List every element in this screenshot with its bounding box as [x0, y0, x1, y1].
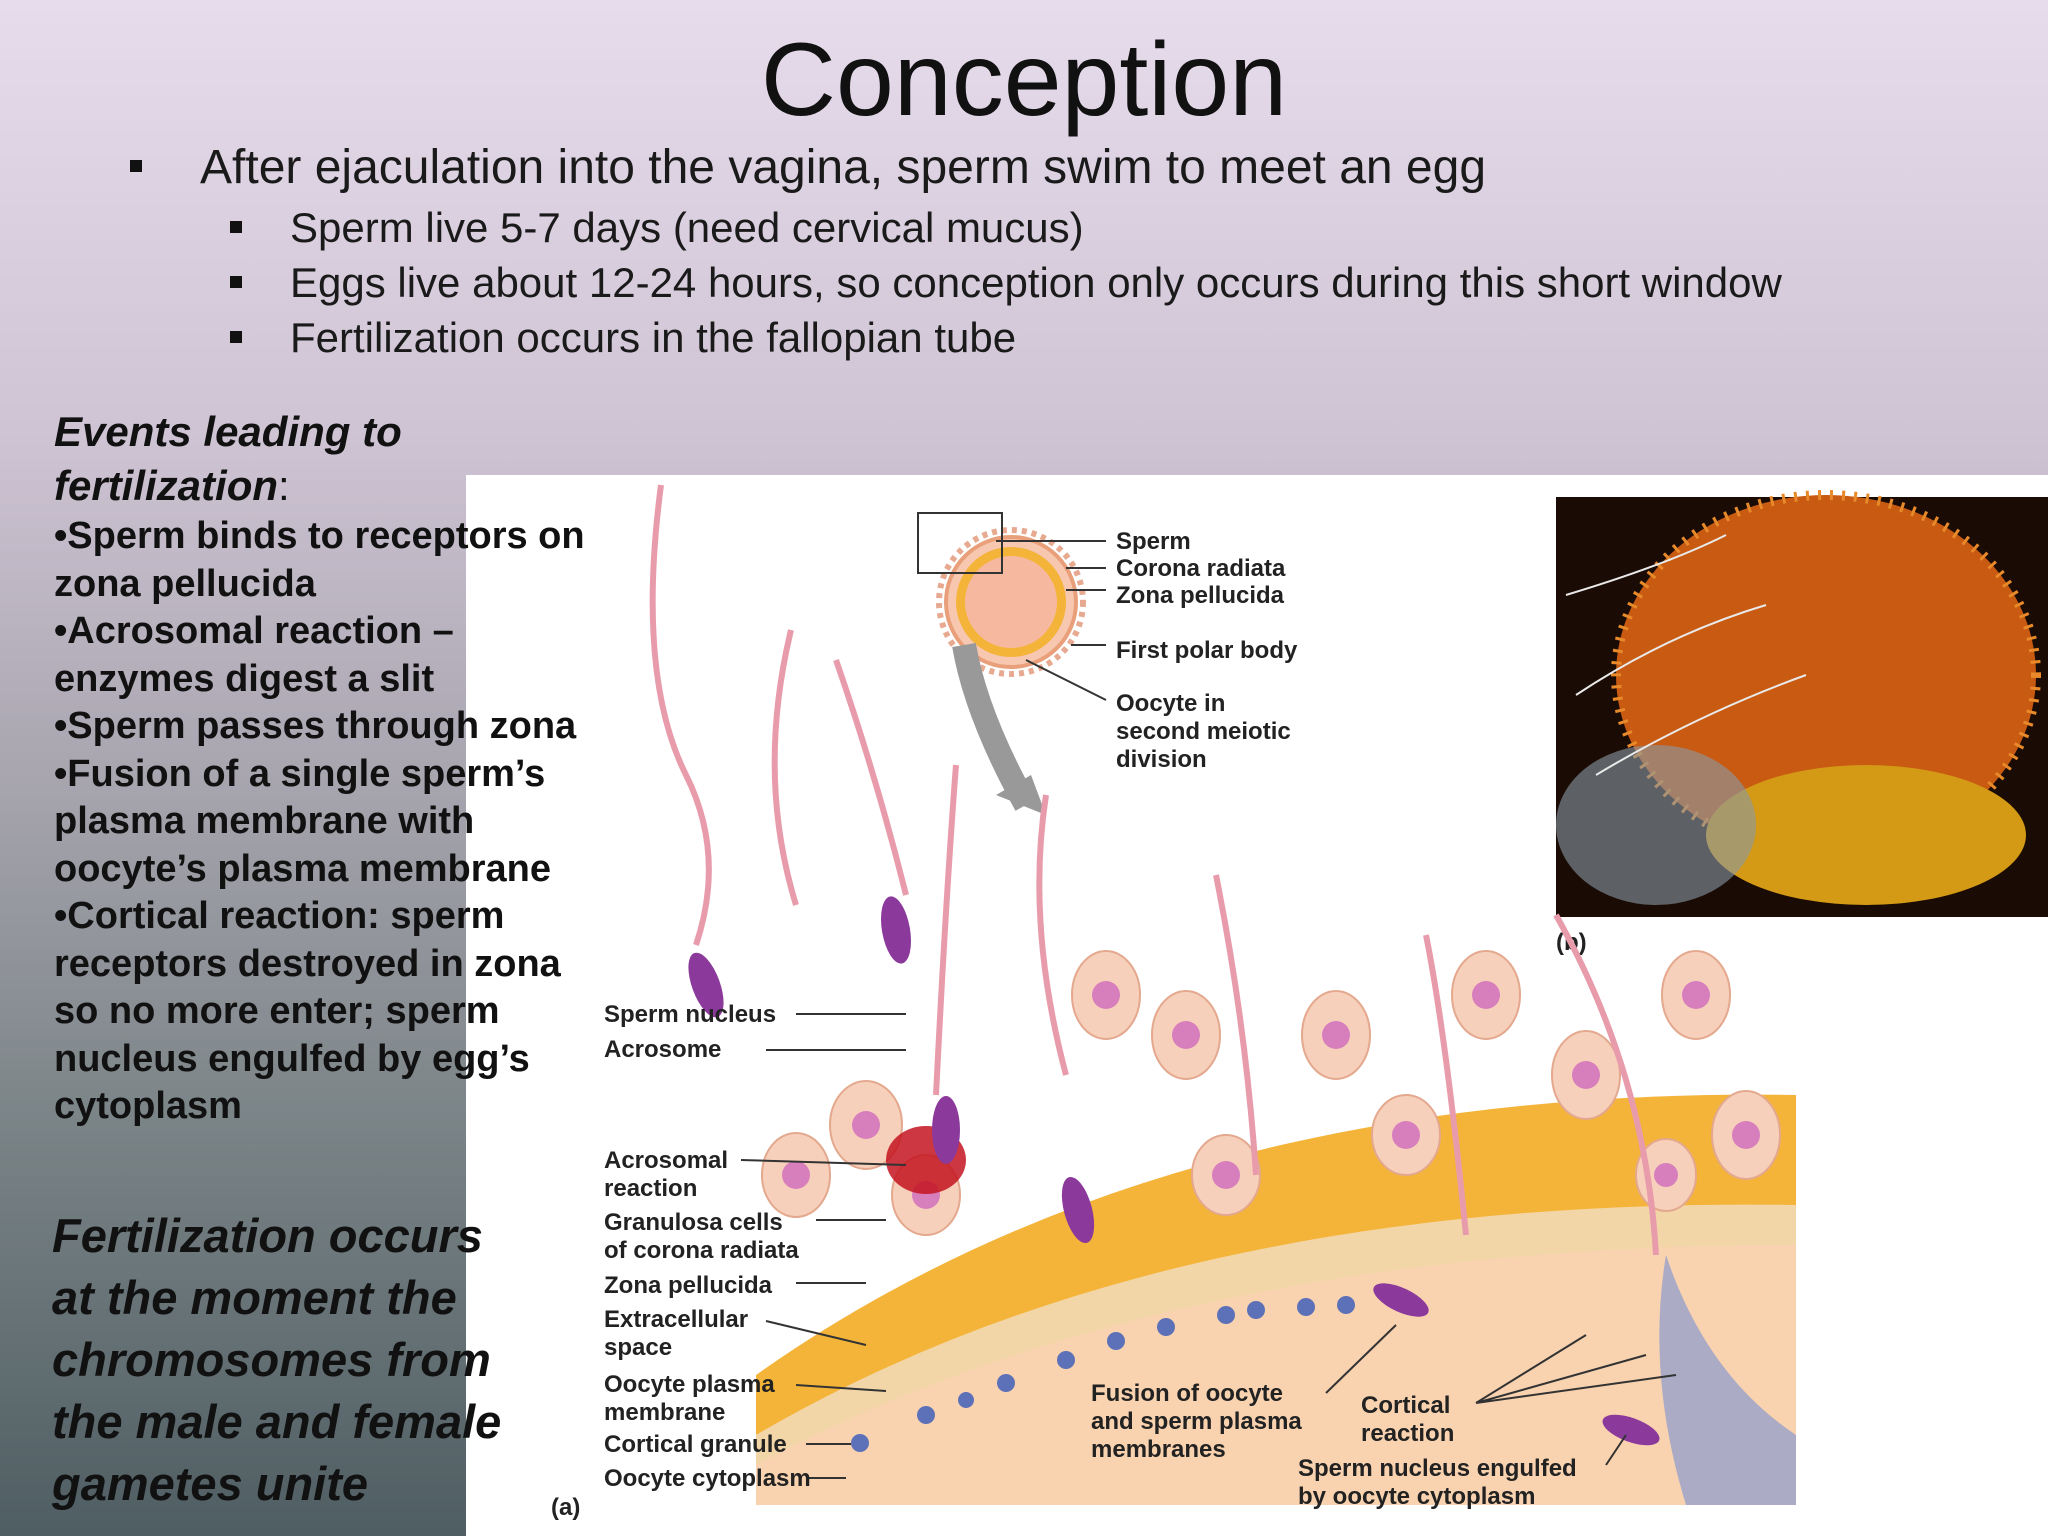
- events-line: •Fusion of a single sperm’s: [54, 752, 546, 795]
- micrograph-sperm-tangle: [1556, 745, 1756, 905]
- events-line: so no more enter; sperm: [54, 990, 500, 1032]
- corona-cells: [936, 527, 1086, 677]
- zoom-arrow: [952, 642, 1037, 811]
- label-oocyte-line2: second meiotic: [1116, 718, 1291, 745]
- label-cortical-granule: Cortical granule: [604, 1431, 787, 1458]
- fertilization-note-line: at the moment the: [52, 1271, 457, 1324]
- events-line: •Sperm passes through zona: [54, 705, 577, 747]
- fertilization-diagram: Sperm Corona radiata Zona pellucida Firs…: [466, 475, 2048, 1536]
- events-list: Events leading to fertilization: •Sperm …: [54, 405, 634, 1131]
- events-heading-colon: :: [278, 462, 290, 509]
- label-acrosomal-line1: Acrosomal: [604, 1147, 728, 1174]
- events-heading-line1: Events leading to: [54, 408, 402, 455]
- label-oocyte-line3: division: [1116, 746, 1207, 773]
- label-first-polar-body: First polar body: [1116, 637, 1298, 664]
- events-line: plasma membrane with: [54, 800, 475, 842]
- bullet-item: After ejaculation into the vagina, sperm…: [130, 140, 1486, 195]
- sub-bullet-item: Eggs live about 12-24 hours, so concepti…: [230, 255, 1782, 310]
- label-zona-pellucida-top: Zona pellucida: [1116, 582, 1285, 609]
- events-heading-line2: fertilization: [54, 462, 279, 509]
- label-sperm: Sperm: [1116, 528, 1191, 555]
- label-zona-pellucida: Zona pellucida: [604, 1272, 773, 1299]
- label-oocyte-pm-line2: membrane: [604, 1399, 725, 1426]
- label-oocyte-pm-line1: Oocyte plasma: [604, 1371, 775, 1398]
- label-corona-radiata: Corona radiata: [1116, 555, 1286, 582]
- slide-title: Conception: [760, 22, 1288, 138]
- oocyte-cytoplasm: [756, 1245, 1796, 1505]
- cross-section-leader-lines: [740, 1013, 1677, 1479]
- label-oocyte-line1: Oocyte in: [1116, 690, 1225, 717]
- label-sperm-nucleus: Sperm nucleus: [604, 1001, 776, 1028]
- label-granulosa-line2: of corona radiata: [604, 1237, 799, 1264]
- label-acrosome: Acrosome: [604, 1036, 721, 1063]
- fertilization-note-line: chromosomes from: [52, 1333, 491, 1386]
- events-line: nucleus engulfed by egg’s: [54, 1037, 530, 1080]
- micrograph-panel: [1556, 490, 2048, 917]
- label-extracellular-line2: space: [604, 1334, 672, 1361]
- label-fusion-line1: Fusion of oocyte: [1091, 1380, 1283, 1407]
- cortical-reaction-zone: [1659, 1255, 1796, 1505]
- label-cortical-line2: reaction: [1361, 1420, 1454, 1447]
- label-engulfed-line2: by oocyte cytoplasm: [1298, 1483, 1535, 1510]
- egg-oocyte: [965, 556, 1057, 648]
- main-bullet-list: After ejaculation into the vagina, sperm…: [130, 140, 1486, 195]
- zoom-arrow-head: [996, 775, 1046, 815]
- events-line: oocyte’s plasma membrane: [54, 847, 552, 890]
- egg-overview: [917, 512, 1086, 815]
- label-engulfed-line1: Sperm nucleus engulfed: [1298, 1455, 1577, 1482]
- fertilization-note: Fertilization occurs at the moment the c…: [52, 1205, 572, 1515]
- events-line: enzymes digest a slit: [54, 657, 435, 700]
- micrograph-corona-cells: [1706, 765, 2026, 905]
- label-oocyte-cytoplasm: Oocyte cytoplasm: [604, 1465, 811, 1492]
- sub-bullet-item: Sperm live 5-7 days (need cervical mucus…: [230, 200, 1782, 255]
- label-extracellular-line1: Extracellular: [604, 1306, 748, 1333]
- label-acrosomal-line2: reaction: [604, 1175, 697, 1202]
- label-cortical-line1: Cortical: [1361, 1392, 1450, 1419]
- events-line: •Acrosomal reaction –: [54, 610, 454, 652]
- cross-section: [756, 1094, 1796, 1505]
- panel-a-label: (a): [551, 1494, 580, 1521]
- micrograph-egg-texture: [1611, 490, 2041, 860]
- egg-leader-lines: [996, 540, 1107, 701]
- events-line: •Cortical reaction: sperm: [54, 895, 505, 937]
- diagram-svg: Sperm Corona radiata Zona pellucida Firs…: [551, 484, 2048, 1521]
- zoom-box: [917, 512, 1003, 574]
- events-line: receptors destroyed in zona: [54, 942, 561, 985]
- sub-bullet-item: Fertilization occurs in the fallopian tu…: [230, 310, 1782, 365]
- fertilization-note-line: the male and female: [52, 1395, 502, 1448]
- sub-bullet-list: Sperm live 5-7 days (need cervical mucus…: [230, 200, 1782, 365]
- events-heading: Events leading to fertilization:: [54, 405, 634, 513]
- label-fusion-line2: and sperm plasma: [1091, 1408, 1302, 1435]
- sperm-cells: [649, 484, 1660, 1446]
- events-line: zona pellucida: [54, 562, 316, 605]
- events-line: •Sperm binds to receptors on: [54, 515, 585, 557]
- fertilization-note-line: Fertilization occurs: [52, 1209, 483, 1262]
- fertilization-note-line: gametes unite: [52, 1457, 369, 1510]
- label-granulosa-line1: Granulosa cells: [604, 1209, 783, 1236]
- granulosa-cells: [761, 950, 1781, 1236]
- label-fusion-line3: membranes: [1091, 1436, 1226, 1463]
- micrograph-sperm-tails: [1565, 534, 1807, 776]
- events-line: cytoplasm: [54, 1085, 242, 1127]
- cortical-granules: [851, 1296, 1355, 1452]
